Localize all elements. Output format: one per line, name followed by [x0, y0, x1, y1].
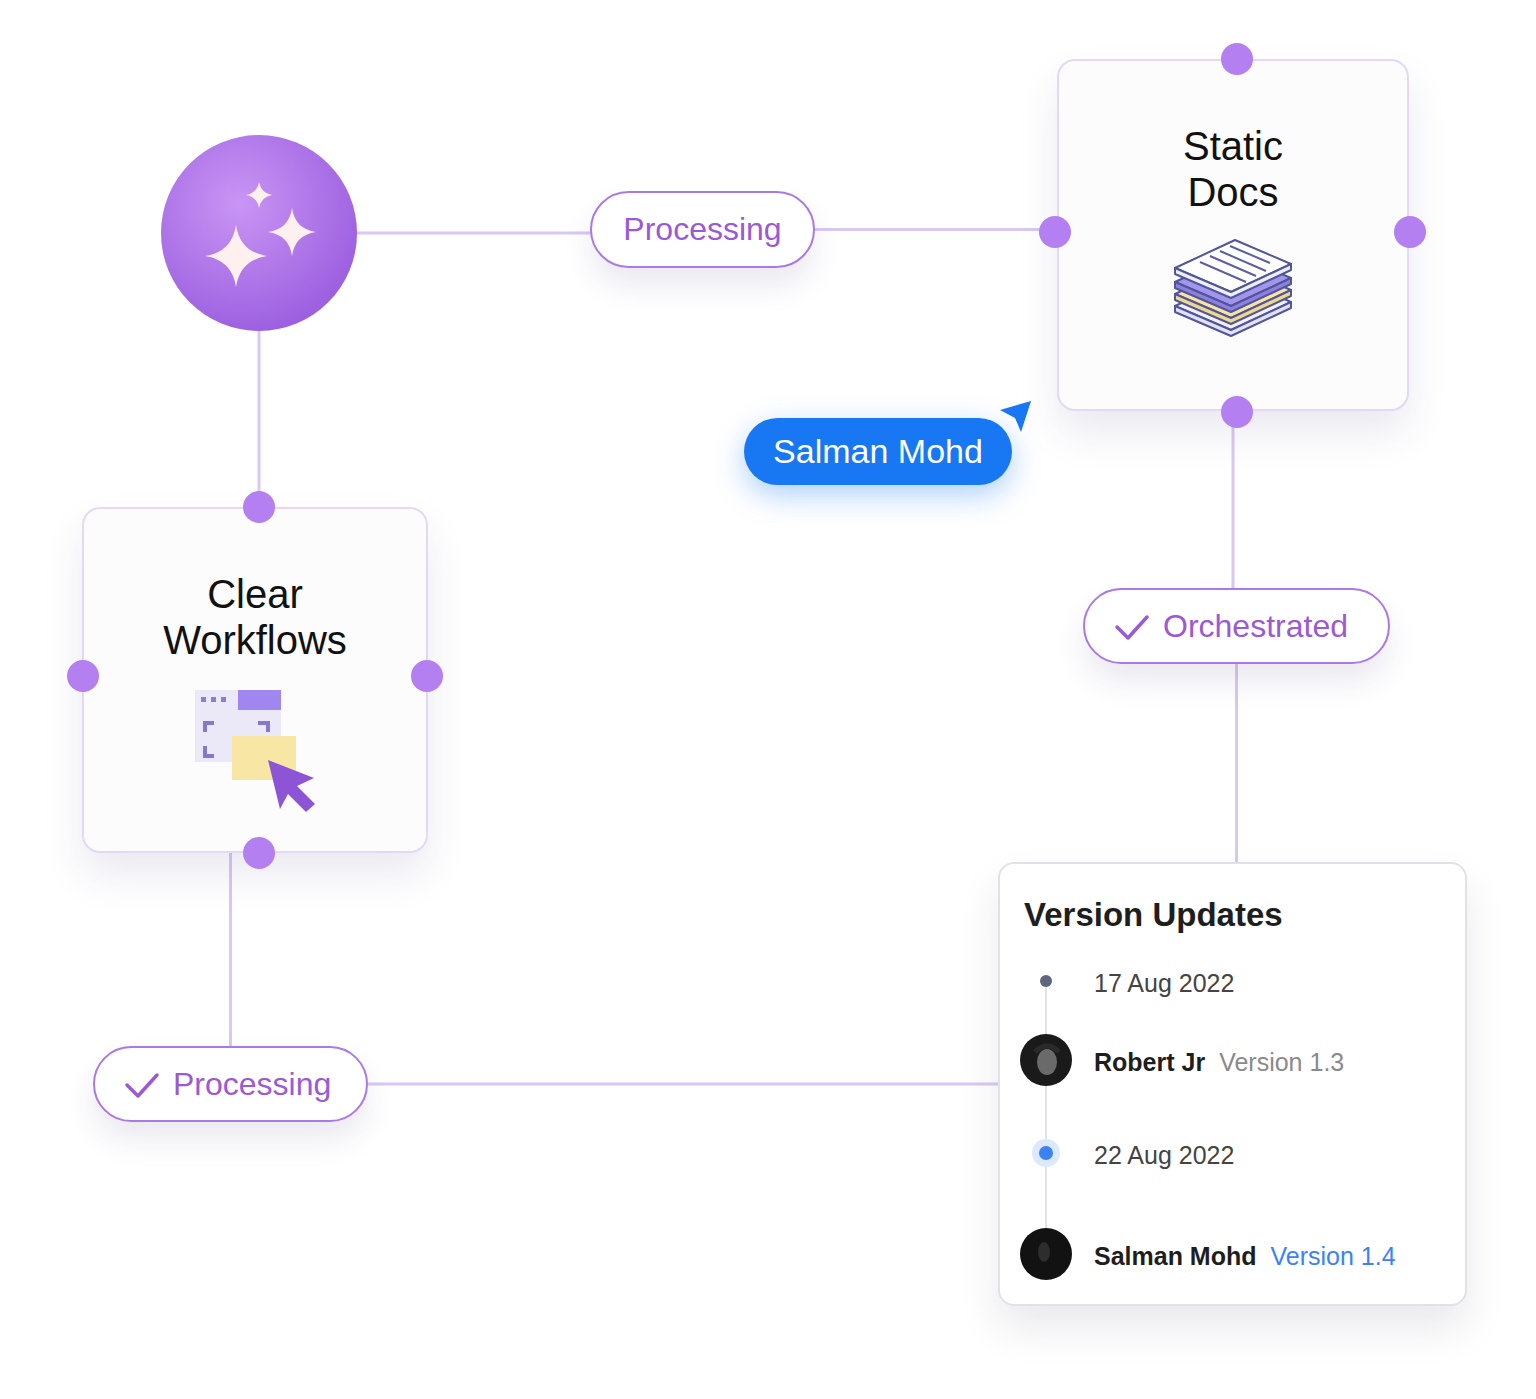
connector-line [1235, 664, 1238, 862]
port-dot [67, 43, 1426, 869]
feature-card: Static Docs [1057, 59, 1409, 411]
card-title-wrap: Clear Workflows [135, 571, 375, 663]
card-title: Static Docs [1133, 123, 1333, 215]
check-mark [127, 1075, 157, 1096]
cursor-pointer [1000, 401, 1031, 432]
version-label: Version 1.3 [1219, 1048, 1344, 1077]
wire [258, 330, 261, 507]
timeline-row: Version Updates [1024, 896, 1283, 934]
user-name: Salman Mohd [773, 432, 983, 471]
sparkle-icon [205, 182, 316, 287]
timeline-row: 17 Aug 2022 [1094, 969, 1234, 998]
status-text: Orchestrated [1163, 608, 1348, 645]
check-mark [1117, 617, 1147, 638]
status-text: Processing [623, 211, 781, 248]
docs-stack-icon [1175, 240, 1291, 336]
status-pill: Processing [590, 191, 815, 268]
feature-card: Clear Workflows [82, 507, 428, 853]
timeline-row: Robert Jr Version 1.3 [1094, 1048, 1344, 1077]
version-panel: Version Updates 17 Aug 2022Robert Jr Versi… [998, 862, 1467, 1306]
card-title-wrap: Static Docs [1133, 123, 1333, 215]
card-title: Clear Workflows [135, 571, 375, 663]
author-name: Salman Mohd [1094, 1242, 1257, 1271]
connector-line [229, 853, 232, 1046]
timeline-row: Salman Mohd Version 1.4 [1094, 1242, 1396, 1271]
timeline-row: 22 Aug 2022 [1094, 1141, 1234, 1170]
status-pill: Orchestrated [1083, 588, 1390, 664]
status-pill: Processing [93, 1046, 368, 1122]
user-tag: Salman Mohd [744, 418, 1012, 485]
timeline-date: 17 Aug 2022 [1094, 969, 1234, 998]
timeline [1020, 975, 1072, 1280]
connector-line [815, 228, 1057, 231]
connector-line [1232, 411, 1235, 588]
panel-title: Version Updates [1024, 896, 1283, 934]
connector-line [368, 1083, 998, 1086]
timeline-date: 22 Aug 2022 [1094, 1141, 1234, 1170]
ai-orb [161, 135, 357, 331]
version-label: Version 1.4 [1271, 1242, 1396, 1271]
wire [357, 232, 592, 235]
author-name: Robert Jr [1094, 1048, 1205, 1077]
workflow-icon [195, 690, 315, 812]
status-text: Processing [173, 1066, 331, 1103]
